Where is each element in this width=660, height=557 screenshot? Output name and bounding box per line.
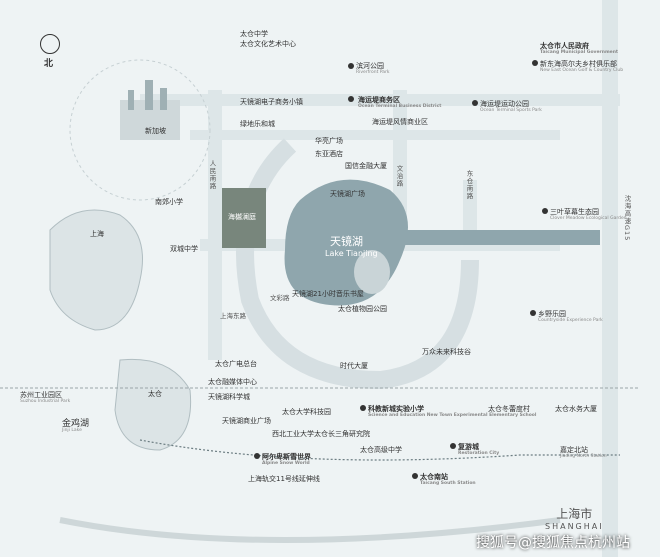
road-renmin: 人民南路 <box>208 160 216 190</box>
north-label: 北 <box>44 59 54 69</box>
landmark: 太仓中学 <box>240 30 268 38</box>
region-xintiandi: 新加坡 <box>145 127 166 135</box>
landmark: 太仓广电总台 <box>215 360 257 368</box>
poi-dot <box>348 63 354 69</box>
lake-name-cn: 天镜湖 <box>330 235 363 248</box>
poi-dot <box>254 453 260 459</box>
poi-dot <box>450 443 456 449</box>
poi-dot <box>472 100 478 106</box>
landmark: 太仓大学科技园 <box>282 408 331 416</box>
landmark: 南郊小学 <box>155 198 183 206</box>
road-g15: 沈海高速G15 <box>623 195 631 242</box>
landmark: 东亚酒店 <box>315 150 343 158</box>
road-wen: 文治路 <box>395 165 403 188</box>
landmark: 天镜湖电子商务小镇 <box>240 98 303 106</box>
landmark: 天镜湖广场 <box>330 190 365 198</box>
road-dongcang: 东仓南路 <box>465 170 473 200</box>
poi-dot <box>348 96 354 102</box>
landmark: 太仓文化艺术中心 <box>240 40 296 48</box>
landmark: 时代大厦 <box>340 362 368 370</box>
project-block <box>222 188 266 248</box>
compass-icon <box>40 34 60 54</box>
poi-dot <box>532 60 538 66</box>
region-shanghai: 上海 <box>90 230 104 238</box>
landmark: 太仓植物园公园 <box>338 305 387 313</box>
landmark: 西北工业大学太仓长三角研究院 <box>272 430 370 438</box>
road-shanghai-e: 上海东路 <box>220 312 246 320</box>
region-taicang: 太仓 <box>148 390 162 398</box>
landmark: 绿地乐和城 <box>240 120 275 128</box>
lake-name-en: Lake Tianjing <box>325 249 378 258</box>
road-wenxin: 文彩路 <box>270 294 290 302</box>
landmark: 天镜湖科学城 <box>208 393 250 401</box>
inset-shanghai <box>49 209 143 331</box>
landmark: 万众未来科技谷 <box>422 348 471 356</box>
landmark: 华亮广场 <box>315 137 343 145</box>
landmark: 天镜湖商业广场 <box>222 417 271 425</box>
skyline-illustration <box>120 80 180 140</box>
landmark: 天镜湖21小时音乐书屋 <box>292 290 364 298</box>
region-shanghai-city: 上海市 SHANGHAI <box>545 507 604 531</box>
poi-dot <box>360 405 366 411</box>
watermark: 搜狐号@搜狐焦点杭州站 <box>476 535 630 551</box>
landmark: 双城中学 <box>170 245 198 253</box>
landmark: 国信金融大厦 <box>345 162 387 170</box>
poi-dot <box>412 473 418 479</box>
landmark: 海运堤风情商业区 <box>372 118 428 126</box>
landmark: 太仓水务大厦 <box>555 405 597 413</box>
landmark: 太仓冬蕾度村 <box>488 405 530 413</box>
landmark: 太仓融媒体中心 <box>208 378 257 386</box>
project-label[interactable]: 海樾澜庭 <box>228 213 256 221</box>
poi-dot <box>542 208 548 214</box>
inset-taicang <box>114 358 192 451</box>
metro-extension-label: 上海轨交11号线延伸线 <box>248 475 320 483</box>
poi-dot <box>530 310 536 316</box>
landmark: 太仓高级中学 <box>360 446 402 454</box>
